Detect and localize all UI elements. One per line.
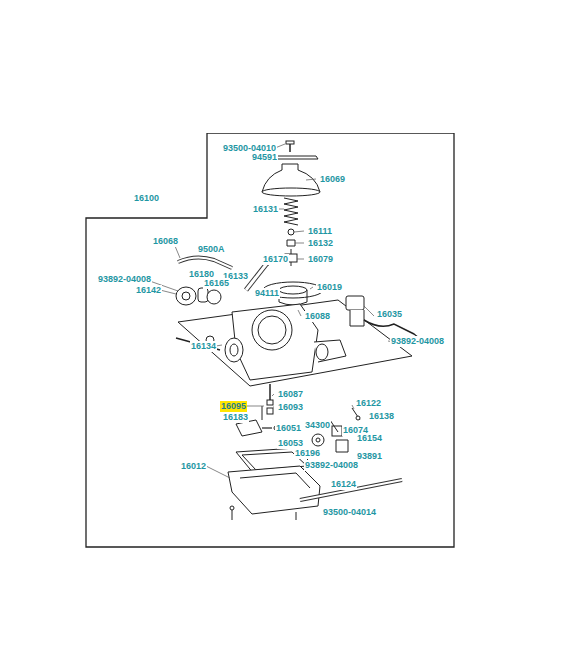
callout-number: 16124	[330, 479, 357, 490]
callout-number: 16154	[356, 433, 383, 444]
callout-number: 16111	[307, 226, 333, 237]
callout-number: 16196	[294, 448, 321, 459]
callout-number: 16170	[262, 254, 289, 265]
callout-number: 93892-04008	[97, 274, 152, 285]
callout-number: 16183	[222, 412, 249, 423]
callout-number: 16068	[152, 236, 179, 247]
callout-number: 16095	[220, 401, 247, 412]
callout-number: 93892-04008	[390, 336, 445, 347]
callout-number: 16079	[307, 254, 334, 265]
callout-number: 16138	[368, 411, 395, 422]
callout-number: 94591	[251, 152, 278, 163]
callout-number: 16131	[252, 204, 279, 215]
callout-number: 16035	[376, 309, 403, 320]
callout-number: 16019	[316, 282, 343, 293]
callout-number: 16069	[319, 174, 346, 185]
callout-number: 16093	[277, 402, 304, 413]
assembly-number: 16100	[133, 193, 160, 204]
callout-number: 94111	[254, 288, 280, 299]
callout-number: 9500A	[197, 244, 226, 255]
callout-number: 16051	[275, 423, 302, 434]
callout-number: 16132	[307, 238, 334, 249]
callout-number: 16134	[190, 341, 217, 352]
callout-number: 34300	[304, 420, 331, 431]
callout-number: 16012	[180, 461, 207, 472]
callout-number: 16142	[135, 285, 162, 296]
callout-number: 16088	[304, 311, 331, 322]
callout-number: 93891	[356, 451, 383, 462]
callout-number: 93892-04008	[304, 460, 359, 471]
callout-number: 16165	[203, 278, 230, 289]
callout-number: 93500-04014	[322, 507, 377, 518]
callout-number: 16122	[355, 398, 382, 409]
callout-number: 16087	[277, 389, 304, 400]
